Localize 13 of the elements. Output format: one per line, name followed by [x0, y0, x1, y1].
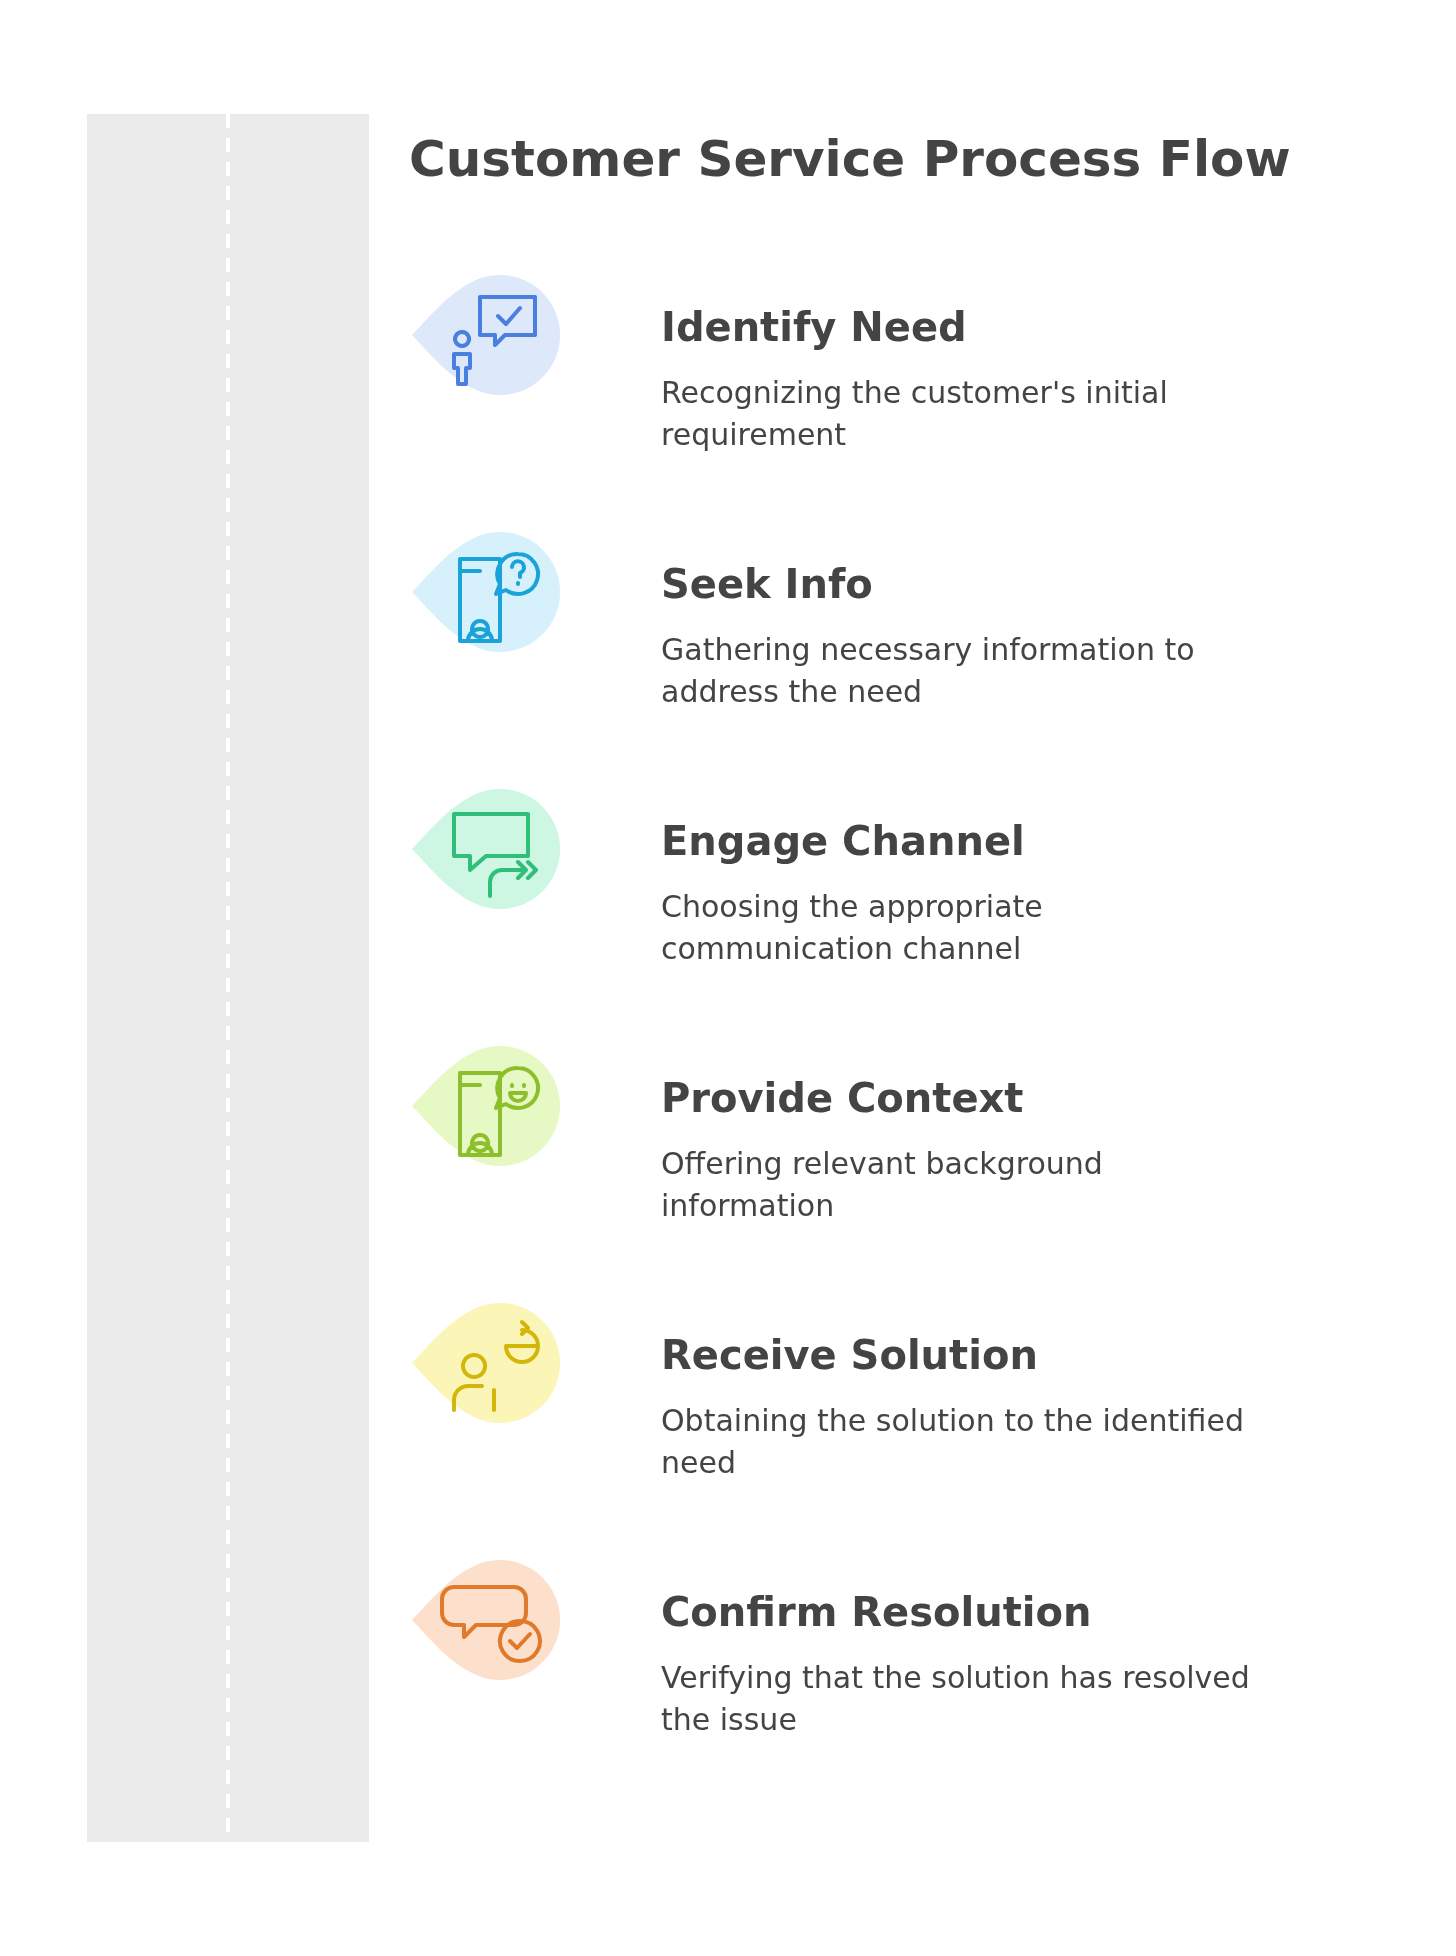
- step-description: Recognizing the customer's initial requirement: [661, 374, 1169, 454]
- step-title: Identify Need: [661, 304, 967, 350]
- step-description: Offering relevant background information: [661, 1145, 1104, 1225]
- step-description: Choosing the appropriate communication channel: [661, 888, 1044, 968]
- step-description: Verifying that the solution has resolved the issue: [661, 1659, 1251, 1739]
- step-title: Provide Context: [661, 1075, 1024, 1121]
- step-description: Gathering necessary information to address the need: [661, 631, 1196, 711]
- step-title: Engage Channel: [661, 818, 1025, 864]
- title: Customer Service Process Flow: [409, 130, 1291, 188]
- step-title: Confirm Resolution: [661, 1589, 1092, 1635]
- step-description: Obtaining the solution to the identified need: [661, 1402, 1245, 1482]
- step-title: Seek Info: [661, 561, 873, 607]
- step-title: Receive Solution: [661, 1332, 1038, 1378]
